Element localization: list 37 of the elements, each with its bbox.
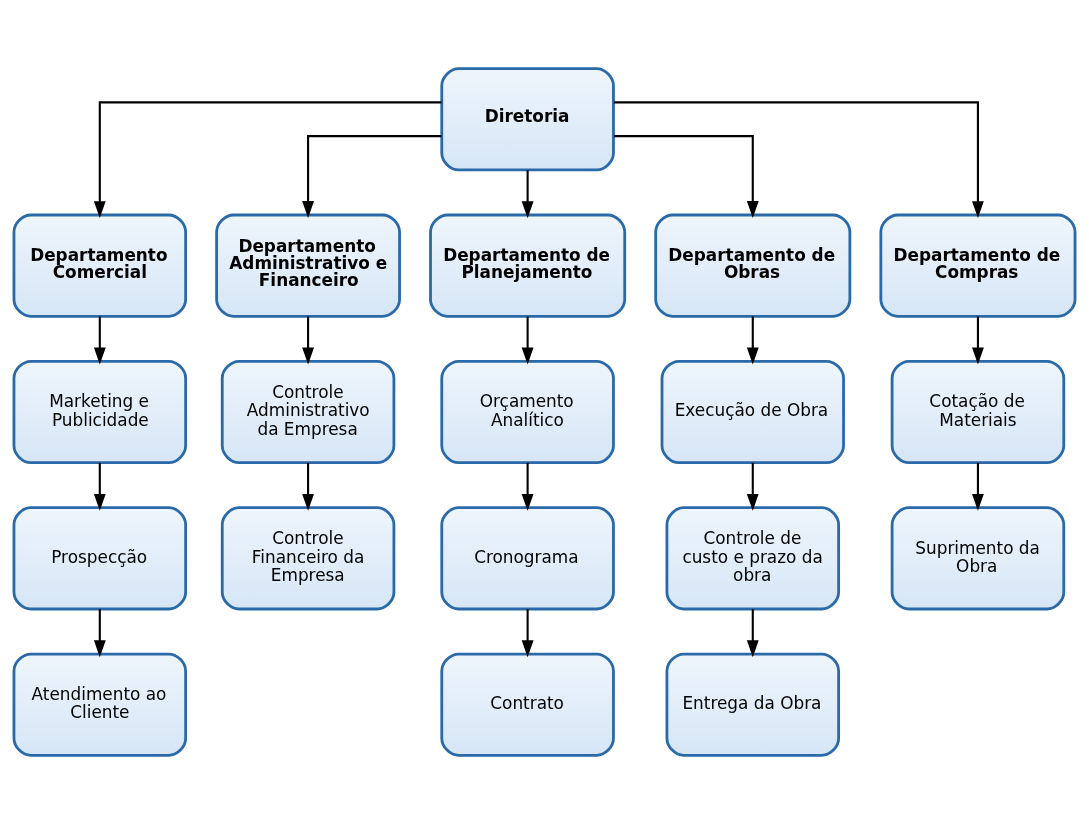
arrow <box>521 608 534 657</box>
arrow <box>613 100 984 218</box>
arrow <box>93 315 106 364</box>
node-box: Controle de custo e prazo da obra <box>665 505 841 610</box>
node-box: Controle Financeiro da Empresa <box>220 505 396 610</box>
node-box: Departamento Comercial <box>12 213 188 318</box>
node-box: Contrato <box>440 652 615 757</box>
node-box: Atendimento ao Cliente <box>12 652 188 757</box>
node-box: Marketing e Publicidade <box>12 359 188 464</box>
arrow <box>302 462 314 511</box>
arrow <box>746 462 759 511</box>
node-box: Entrega da Obra <box>665 652 841 757</box>
arrow <box>521 462 534 511</box>
node-box: Cronograma <box>440 505 615 610</box>
arrow <box>302 315 314 364</box>
arrow <box>93 100 442 218</box>
node-box: Diretoria <box>440 66 615 171</box>
arrow <box>521 315 534 364</box>
arrow <box>521 169 534 218</box>
node-box: Cotação de Materiais <box>890 359 1066 464</box>
node-box: Departamento de Planejamento <box>429 213 627 318</box>
arrow <box>302 134 442 218</box>
node-box: Departamento de Obras <box>654 213 852 318</box>
arrow <box>746 315 759 364</box>
arrow <box>93 608 106 657</box>
node-box: Departamento de Compras <box>879 213 1077 318</box>
node-box: Departamento Administrativo e Financeiro <box>215 213 401 318</box>
node-box: Execução de Obra <box>660 359 845 464</box>
node-box: Suprimento da Obra <box>890 505 1066 610</box>
node-box: Orçamento Analítico <box>440 359 615 464</box>
arrow <box>746 608 759 657</box>
node-box: Controle Administrativo da Empresa <box>220 359 396 464</box>
arrow <box>972 462 984 511</box>
arrow <box>972 315 984 364</box>
arrow <box>93 462 106 511</box>
arrow <box>614 134 759 218</box>
node-box: Prospecção <box>12 505 188 610</box>
